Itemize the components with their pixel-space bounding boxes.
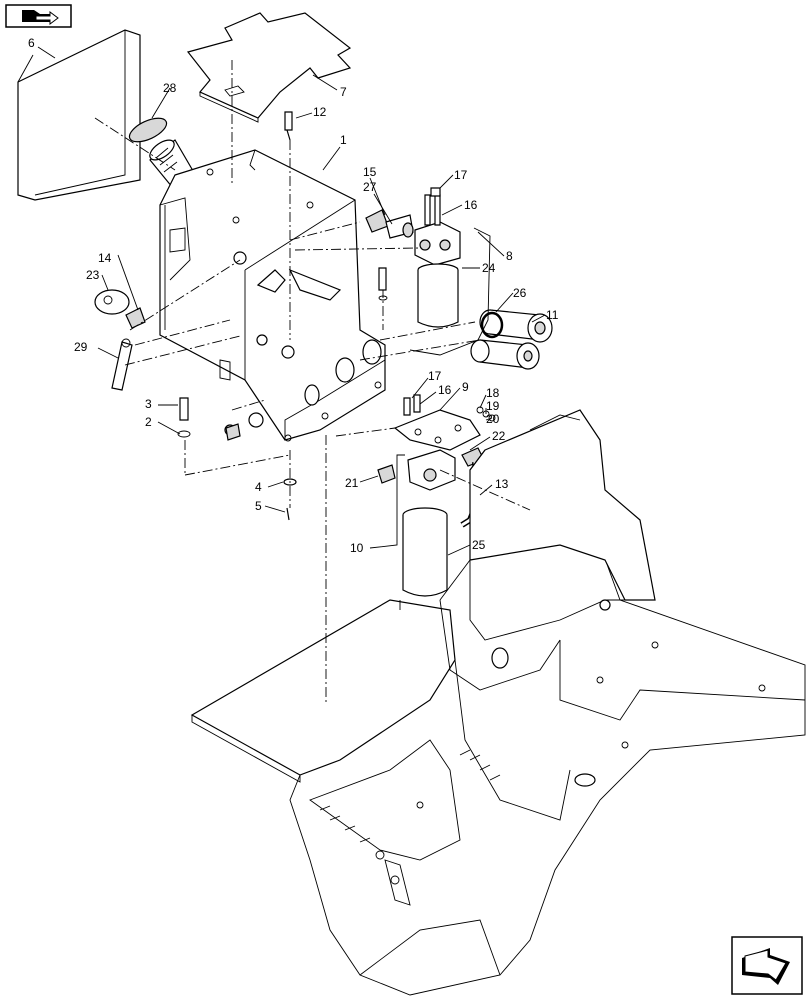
filter-cartridge-upper-part bbox=[417, 263, 459, 328]
callout-5: 5 bbox=[255, 499, 262, 513]
center-lines bbox=[94, 60, 531, 705]
callout-29: 29 bbox=[74, 340, 88, 354]
fitting-part bbox=[365, 209, 414, 239]
screw-set-part bbox=[378, 267, 421, 416]
top-cover-part bbox=[186, 12, 352, 123]
chassis-frame bbox=[190, 539, 806, 996]
bolt-part bbox=[177, 397, 297, 521]
hydraulic-tank-part bbox=[159, 149, 386, 442]
callout-11: 11 bbox=[546, 308, 559, 322]
callout-9: 9 bbox=[462, 380, 469, 394]
callout-16-upper: 16 bbox=[464, 198, 478, 212]
callout-17-lower: 17 bbox=[428, 369, 442, 383]
o-ring-part bbox=[480, 311, 504, 339]
callout-28: 28 bbox=[163, 81, 177, 95]
callout-23: 23 bbox=[86, 268, 100, 282]
callout-20: 20 bbox=[486, 412, 500, 426]
filter-head-lower-part bbox=[377, 449, 456, 491]
sensor-part bbox=[284, 111, 293, 141]
callout-3: 3 bbox=[145, 397, 152, 411]
filter-head-upper-part bbox=[414, 187, 461, 266]
callout-12: 12 bbox=[313, 105, 327, 119]
callout-19: 19 bbox=[486, 399, 500, 413]
book-arrow-icon[interactable] bbox=[5, 4, 72, 28]
callout-26: 26 bbox=[513, 286, 527, 300]
mounting-bracket-part bbox=[393, 409, 481, 451]
callout-25: 25 bbox=[472, 538, 486, 552]
callout-2: 2 bbox=[145, 415, 152, 429]
callout-27: 27 bbox=[363, 180, 377, 194]
callout-7: 7 bbox=[340, 85, 347, 99]
callout-16-lower: 16 bbox=[438, 383, 452, 397]
callout-21: 21 bbox=[345, 476, 359, 490]
filter-cartridge-lower-part bbox=[402, 507, 448, 597]
next-page-arrow-icon[interactable] bbox=[731, 936, 803, 995]
sight-gauge-part bbox=[94, 289, 146, 329]
leader-lines bbox=[37, 46, 546, 610]
side-panel-part bbox=[17, 29, 141, 201]
callout-18: 18 bbox=[486, 386, 500, 400]
callout-22: 22 bbox=[492, 429, 506, 443]
callout-13: 13 bbox=[495, 477, 509, 491]
fender-part bbox=[469, 409, 656, 641]
dipstick-part bbox=[111, 338, 133, 391]
callout-labels: 6 7 1 28 12 15 27 17 16 8 24 26 11 14 23… bbox=[28, 36, 559, 555]
callout-14: 14 bbox=[98, 251, 112, 265]
callout-6: 6 bbox=[28, 36, 35, 50]
callout-1: 1 bbox=[340, 133, 347, 147]
callout-17-upper: 17 bbox=[454, 168, 468, 182]
callout-15: 15 bbox=[363, 165, 377, 179]
callout-10: 10 bbox=[350, 541, 364, 555]
bracket-line bbox=[409, 227, 491, 356]
callout-4: 4 bbox=[255, 480, 262, 494]
callout-24: 24 bbox=[482, 261, 496, 275]
callout-8: 8 bbox=[506, 249, 513, 263]
